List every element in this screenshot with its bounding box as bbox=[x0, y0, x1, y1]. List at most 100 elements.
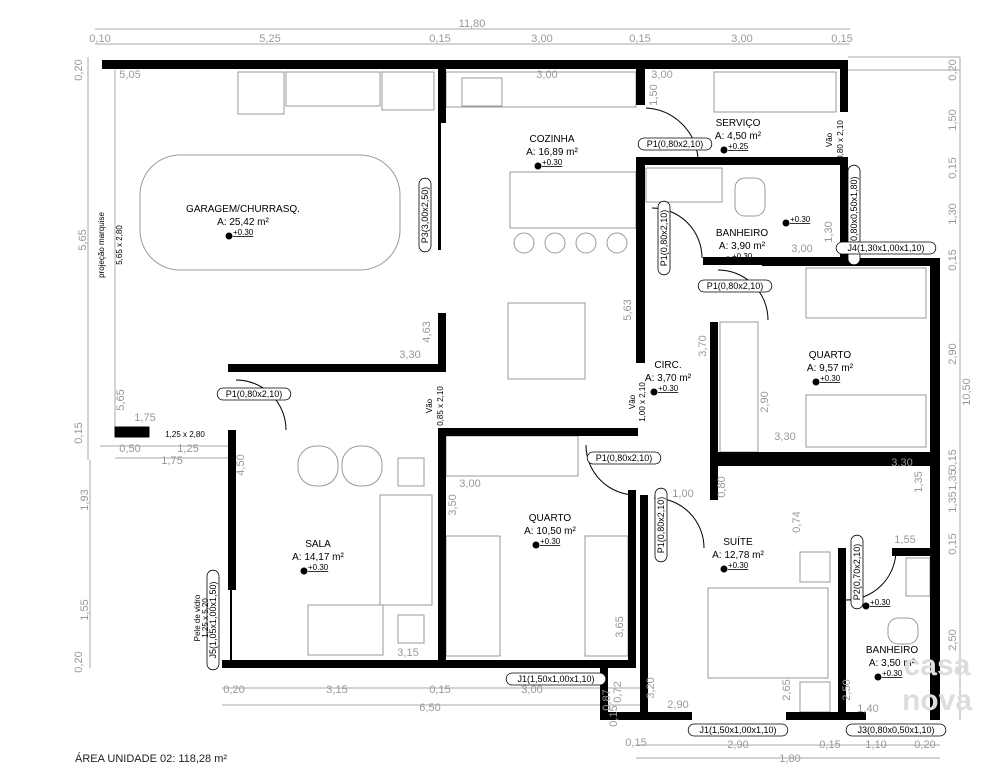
note-label: 1,25 x 5,20 bbox=[201, 598, 210, 638]
note-label: 0,85 x 2,10 bbox=[436, 386, 445, 426]
dimension-label: 11,80 bbox=[459, 18, 486, 30]
note-label: Vão bbox=[628, 394, 637, 409]
level-marker-icon bbox=[724, 256, 732, 264]
opening-tag: P1(0,80x2,10) bbox=[647, 139, 704, 149]
dimension-label: 2,65 bbox=[781, 679, 793, 700]
dimension-label: 0,15 bbox=[625, 737, 646, 749]
level-marker-icon bbox=[862, 602, 870, 610]
room-area: A: 12,78 m² bbox=[712, 550, 764, 561]
dimension-label: 1,55 bbox=[894, 534, 915, 546]
armchair bbox=[341, 445, 383, 487]
room-name: QUARTO bbox=[529, 513, 572, 524]
dimension-label: 3,30 bbox=[399, 349, 420, 361]
dimension-label: 0,15 bbox=[429, 33, 450, 45]
room-level: +0.30 bbox=[542, 158, 563, 167]
opening-tag-box bbox=[847, 164, 861, 266]
level-marker-icon bbox=[782, 219, 790, 227]
room-area: A: 3,90 m² bbox=[719, 241, 766, 252]
counter-sink bbox=[285, 71, 381, 107]
dimension-label: 0,20 bbox=[73, 59, 85, 80]
bath-sink bbox=[645, 167, 723, 203]
dimension-label: 3,30 bbox=[891, 457, 912, 469]
dimension-label: 1,75 bbox=[134, 412, 155, 424]
room-level: +0.30 bbox=[732, 252, 753, 261]
dimension-label: 1,40 bbox=[857, 703, 878, 715]
toilet bbox=[734, 177, 766, 217]
stove bbox=[461, 77, 503, 107]
opening-tag: P1(0,80x2,10) bbox=[659, 210, 669, 267]
room-area: A: 25,42 m² bbox=[217, 217, 269, 228]
note-label: 1,00 x 2,10 bbox=[638, 382, 647, 422]
dimension-label: 0,15 bbox=[947, 533, 959, 554]
laundry-tanks bbox=[713, 71, 837, 113]
dimension-label: 0,15 bbox=[947, 449, 959, 470]
opening-tag: J3(0,80x0,50x1,10) bbox=[857, 725, 934, 735]
dimension-label: 1,30 bbox=[823, 221, 835, 242]
opening-tag-box bbox=[505, 672, 607, 686]
opening-tag-box bbox=[637, 137, 713, 151]
dimension-label: 1,93 bbox=[79, 489, 91, 510]
nightstand bbox=[799, 551, 831, 583]
room-area: A: 14,17 m² bbox=[292, 552, 344, 563]
opening-tag: P1(0,80x2,10) bbox=[707, 281, 764, 291]
dimension-label: 1,50 bbox=[947, 109, 959, 130]
dimension-label: 0,15 bbox=[429, 684, 450, 696]
dimension-label: 2,90 bbox=[727, 739, 748, 751]
dimension-label: 3,00 bbox=[731, 33, 752, 45]
dimension-label: 3,20 bbox=[645, 677, 657, 698]
room-level: +0.30 bbox=[728, 561, 749, 570]
dimension-label: 5,65 bbox=[115, 389, 127, 410]
opening-tag: P1(0,80x2,10) bbox=[226, 389, 283, 399]
level-marker-icon bbox=[874, 673, 882, 681]
opening-tag-box bbox=[835, 241, 937, 255]
dimension-label: 3,00 bbox=[536, 69, 557, 81]
toilet-2 bbox=[887, 617, 919, 645]
dimension-label: 1,75 bbox=[161, 455, 182, 467]
opening-tag: P3(3,00x2,50) bbox=[420, 187, 430, 244]
room-level: +0.30 bbox=[882, 669, 903, 678]
kitchen-island bbox=[509, 171, 637, 229]
opening-tag: J4(1,30x1,00x1,10) bbox=[847, 243, 924, 253]
opening-tag: P2(0,70x2,10) bbox=[852, 544, 862, 601]
watermark-logo: casa bbox=[904, 649, 971, 682]
dimension-label: 0,15 bbox=[947, 157, 959, 178]
fridge bbox=[237, 71, 285, 115]
bed-1 bbox=[805, 267, 927, 319]
opening-tag: P1(0,80x2,10) bbox=[596, 453, 653, 463]
room-area: A: 16,89 m² bbox=[526, 147, 578, 158]
opening-tag-box bbox=[586, 451, 662, 465]
bed-mid-1 bbox=[445, 535, 501, 657]
level-marker-icon bbox=[532, 541, 540, 549]
dimension-label: 0,74 bbox=[791, 511, 803, 532]
note-label: 0,80 x 2,10 bbox=[836, 120, 845, 160]
dimension-label: 1,55 bbox=[79, 599, 91, 620]
opening-tag-box bbox=[687, 723, 789, 737]
dimension-label: 2,90 bbox=[667, 699, 688, 711]
room-name: BANHEIRO bbox=[866, 645, 918, 656]
note-label: Vão bbox=[425, 398, 434, 413]
note-label: projeção marquise bbox=[97, 212, 106, 278]
opening-tag-box bbox=[845, 723, 947, 737]
room-name: SUÍTE bbox=[723, 535, 753, 548]
dimension-label: 10,50 bbox=[961, 378, 973, 406]
armchair bbox=[297, 445, 339, 487]
opening-tag-box bbox=[697, 279, 773, 293]
side-table bbox=[397, 614, 425, 644]
dimension-label: 3,00 bbox=[521, 684, 542, 696]
dimension-label: 4,50 bbox=[235, 454, 247, 475]
room-name: SALA bbox=[305, 539, 331, 550]
opening-tag: J1(1,50x1,00x1,10) bbox=[699, 725, 776, 735]
room-level: +0.30 bbox=[540, 537, 561, 546]
note-label: Pele de vidro bbox=[193, 594, 202, 641]
dimension-label: 0,87 bbox=[601, 689, 613, 710]
dimension-label: 3,00 bbox=[531, 33, 552, 45]
dimension-label: 1,35 bbox=[947, 469, 959, 490]
dimension-label: 1,50 bbox=[648, 84, 660, 105]
dimension-label: 0,15 bbox=[831, 33, 852, 45]
level-marker-icon bbox=[720, 146, 728, 154]
dimension-label: 3,15 bbox=[326, 684, 347, 696]
dimension-label: 0,20 bbox=[914, 739, 935, 751]
dimension-label: 5,63 bbox=[622, 299, 634, 320]
room-level: +0.30 bbox=[820, 374, 841, 383]
